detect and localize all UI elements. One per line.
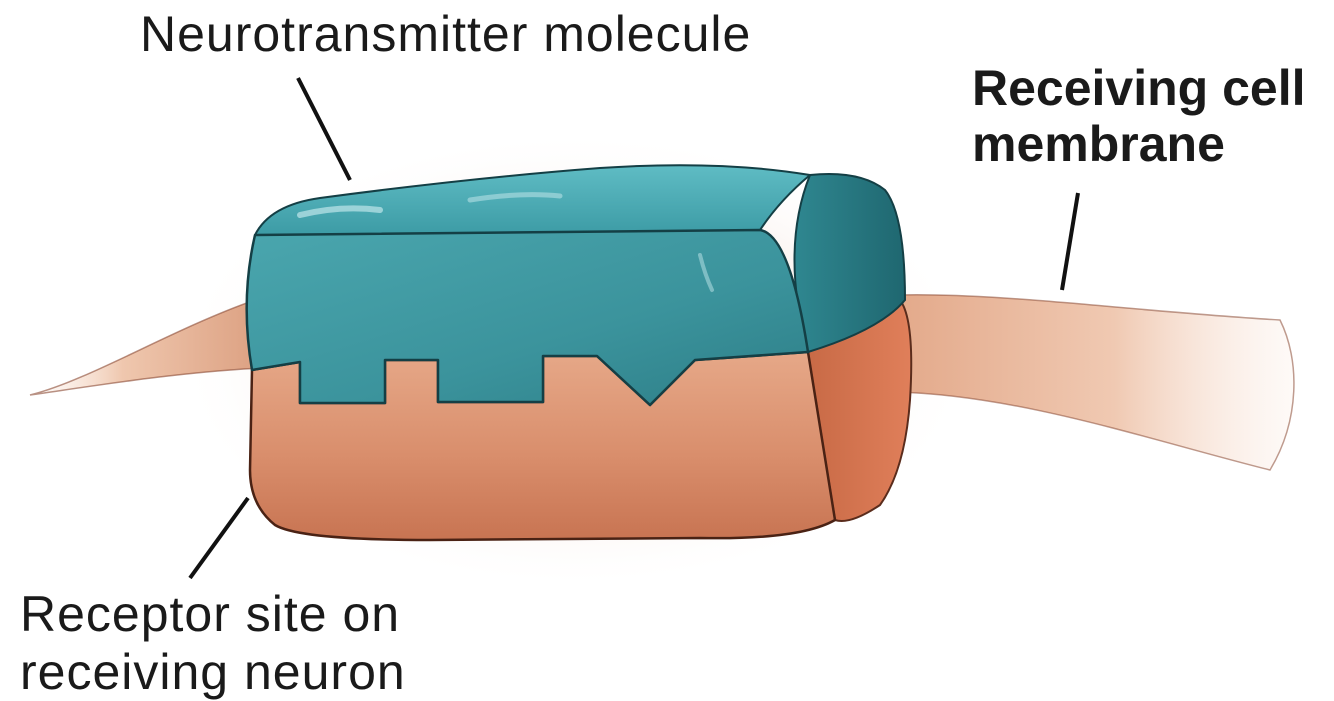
neurotransmitter-label: Neurotransmitter molecule (140, 8, 751, 61)
membrane-right (895, 295, 1294, 470)
membrane-label-line1: Receiving cell (972, 60, 1306, 116)
membrane-label: Receiving cell membrane (972, 60, 1306, 172)
leader-line-neurotransmitter (298, 78, 350, 180)
receptor-label-line2: receiving neuron (20, 643, 406, 701)
leader-line-membrane (1062, 193, 1078, 290)
leader-line-receptor (190, 498, 248, 578)
receptor-label-line1: Receptor site on (20, 585, 406, 643)
receptor-label: Receptor site on receiving neuron (20, 585, 406, 701)
membrane-label-line2: membrane (972, 116, 1306, 172)
